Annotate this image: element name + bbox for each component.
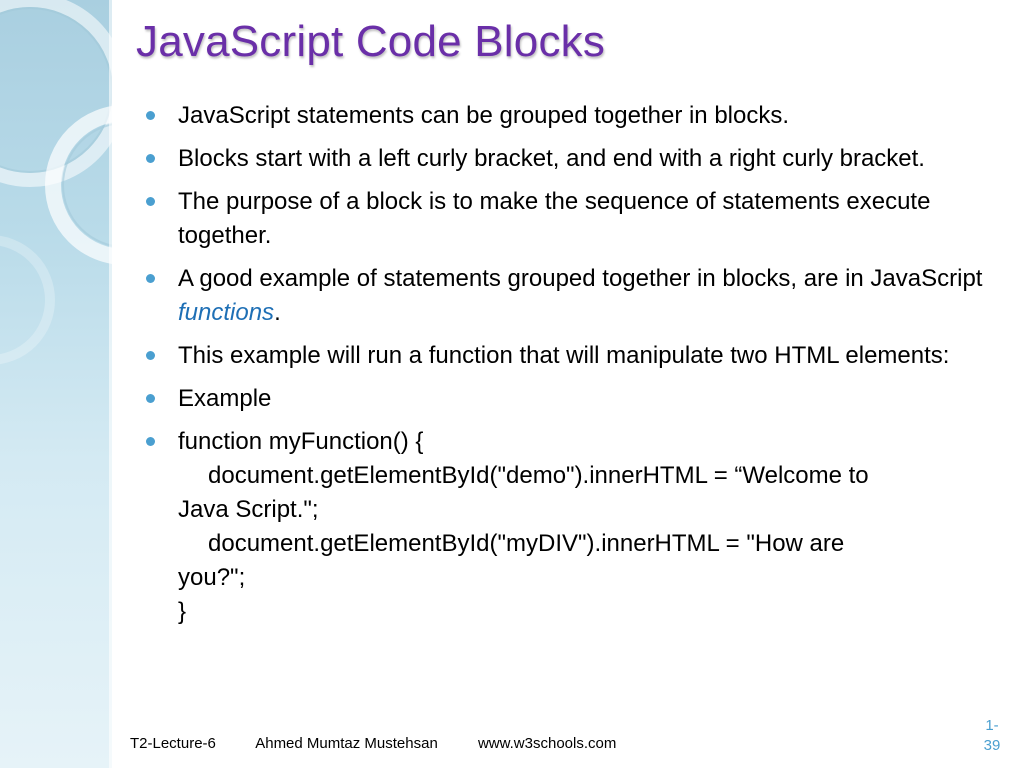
functions-link[interactable]: functions	[178, 299, 275, 326]
bullet-icon	[146, 394, 155, 403]
bullet-text: Example	[178, 385, 272, 412]
bullet-icon	[146, 351, 155, 360]
bullet-text: JavaScript statements can be grouped tog…	[178, 102, 790, 129]
bullet-text-suffix: .	[274, 299, 281, 326]
bullet-icon	[146, 111, 155, 120]
bullet-item: This example will run a function that wi…	[146, 339, 1006, 373]
slide-footer: T2-Lecture-6 Ahmed Mumtaz Mustehsan www.…	[130, 735, 652, 752]
footer-author: Ahmed Mumtaz Mustehsan	[255, 735, 438, 752]
bullet-text: Blocks start with a left curly bracket, …	[178, 145, 925, 172]
bullet-item: Example	[146, 382, 1006, 416]
decorative-sidebar	[0, 0, 112, 768]
bullet-text-prefix: A good example of statements grouped tog…	[178, 265, 983, 292]
decorative-rings	[0, 0, 112, 365]
bullet-icon	[146, 154, 155, 163]
page-number-bottom: 39	[983, 737, 1001, 754]
bullet-item: A good example of statements grouped tog…	[146, 262, 1006, 330]
code-line: Java Script.";	[178, 496, 319, 523]
bullet-icon	[146, 197, 155, 206]
footer-course: T2-Lecture-6	[130, 735, 216, 752]
bullet-icon	[146, 437, 155, 446]
bullet-item: The purpose of a block is to make the se…	[146, 185, 1006, 253]
bullet-icon	[146, 274, 155, 283]
code-line: document.getElementById("myDIV").innerHT…	[208, 530, 845, 557]
bullet-item: Blocks start with a left curly bracket, …	[146, 142, 1006, 176]
code-line: }	[178, 598, 187, 625]
code-line: document.getElementById("demo").innerHTM…	[208, 462, 869, 489]
code-line: function myFunction() {	[178, 428, 424, 455]
bullet-text: This example will run a function that wi…	[178, 342, 950, 369]
slide-title: JavaScript Code Blocks	[136, 17, 606, 66]
bullet-item-code: function myFunction() { document.getElem…	[146, 425, 1006, 629]
bullet-item: JavaScript statements can be grouped tog…	[146, 99, 1006, 133]
page-number: 1- 39	[980, 716, 1004, 756]
page-number-top: 1-	[985, 717, 999, 734]
footer-source: www.w3schools.com	[477, 735, 617, 752]
code-line: you?";	[178, 564, 246, 591]
bullet-text: The purpose of a block is to make the se…	[178, 188, 931, 249]
bullet-list: JavaScript statements can be grouped tog…	[146, 99, 1006, 638]
